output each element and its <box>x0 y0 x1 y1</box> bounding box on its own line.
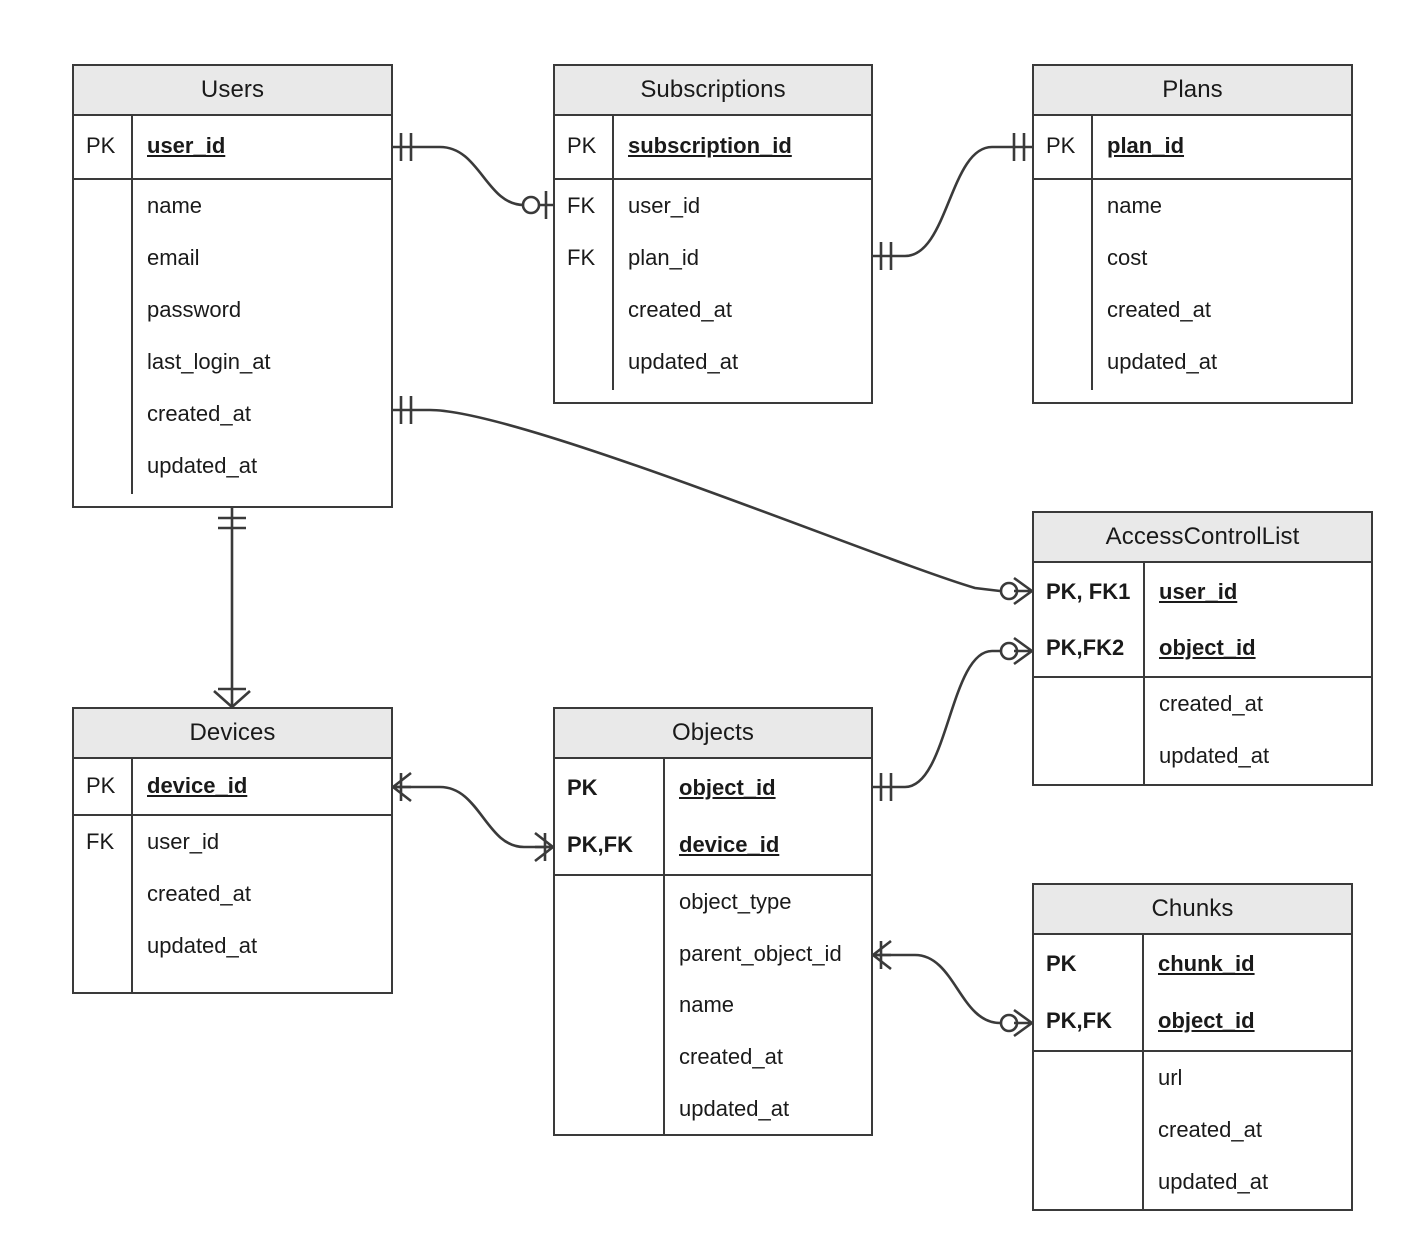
field-name: object_type <box>679 888 792 914</box>
entity-plans-key-group: PK plan_id <box>1034 116 1351 178</box>
field-name: subscription_id <box>628 133 792 158</box>
field-name: created_at <box>628 297 732 322</box>
key-label: FK <box>567 193 596 218</box>
field-name: url <box>1158 1065 1183 1090</box>
field-name: device_id <box>679 831 780 857</box>
entity-subscriptions-attr-group: FK FK user_id plan_id created_at updated… <box>555 178 871 390</box>
entity-chunks[interactable]: Chunks PK PK,FK chunk_id object_id url c… <box>1032 883 1353 1211</box>
field-name: updated_at <box>1107 349 1218 374</box>
entity-subscriptions[interactable]: Subscriptions PK subscription_id FK FK u… <box>553 64 873 404</box>
entity-devices-key-group: PK device_id <box>74 759 391 814</box>
relationship-users-acl <box>393 396 1033 606</box>
field-name: created_at <box>147 881 251 906</box>
entity-chunks-key-group: PK PK,FK chunk_id object_id <box>1034 935 1351 1050</box>
field-name: parent_object_id <box>679 940 842 966</box>
entity-title-devices: Devices <box>74 709 391 759</box>
entity-title-objects: Objects <box>555 709 871 759</box>
field-name: device_id <box>147 772 248 798</box>
field-name: name <box>147 193 203 218</box>
entity-title-plans: Plans <box>1034 66 1351 116</box>
entity-acl-attr-group: created_at updated_at <box>1034 676 1371 784</box>
field-name: updated_at <box>147 453 258 478</box>
field-name: object_id <box>1158 1007 1255 1033</box>
entity-objects-attr-group: object_type parent_object_id name create… <box>555 874 871 1135</box>
field-name: chunk_id <box>1158 951 1255 976</box>
relationship-subscriptions-plans <box>873 133 1032 270</box>
entity-plans-attr-group: name cost created_at updated_at <box>1034 178 1351 390</box>
field-name: created_at <box>679 1044 783 1070</box>
field-name: updated_at <box>1158 1169 1269 1194</box>
entity-users-attr-group: name email password last_login_at create… <box>74 178 391 494</box>
field-name: plan_id <box>628 245 699 270</box>
field-name: plan_id <box>1107 133 1185 158</box>
field-name: password <box>147 297 242 322</box>
entity-subscriptions-key-group: PK subscription_id <box>555 116 871 178</box>
field-name: updated_at <box>628 349 739 374</box>
key-label: PK <box>567 133 597 158</box>
entity-title-chunks: Chunks <box>1034 885 1351 935</box>
field-name: updated_at <box>147 933 258 958</box>
key-label: PK <box>1046 133 1076 158</box>
field-name: created_at <box>1158 1117 1262 1142</box>
key-label: PK,FK <box>567 831 633 857</box>
key-label: FK <box>567 245 596 270</box>
entity-chunks-attr-group: url created_at updated_at <box>1034 1050 1351 1210</box>
entity-plans[interactable]: Plans PK plan_id name cost created_at up… <box>1032 64 1353 404</box>
field-name: name <box>1107 193 1163 218</box>
key-label: FK <box>86 829 115 854</box>
field-name: user_id <box>1159 579 1238 604</box>
entity-devices[interactable]: Devices PK device_id FK user_id created_… <box>72 707 393 994</box>
key-label: PK,FK2 <box>1046 634 1125 660</box>
key-label: PK,FK <box>1046 1007 1112 1033</box>
field-name: created_at <box>1107 297 1211 322</box>
relationship-objects-chunks <box>872 939 1033 1038</box>
relationship-users-subscriptions <box>393 133 553 219</box>
relationship-objects-acl <box>873 636 1033 801</box>
field-name: created_at <box>1159 691 1263 716</box>
entity-objects-key-group: PK PK,FK object_id device_id <box>555 759 871 874</box>
field-name: created_at <box>147 401 251 426</box>
entity-acl-key-group: PK, FK1 PK,FK2 user_id object_id <box>1034 563 1371 676</box>
field-name: user_id <box>628 193 701 218</box>
key-label: PK <box>86 772 116 798</box>
relationship-devices-objects <box>392 771 554 863</box>
field-name: updated_at <box>1159 743 1270 768</box>
entity-title-subscriptions: Subscriptions <box>555 66 871 116</box>
entity-accesscontrollist[interactable]: AccessControlList PK, FK1 PK,FK2 user_id… <box>1032 511 1373 786</box>
entity-objects[interactable]: Objects PK PK,FK object_id device_id obj… <box>553 707 873 1136</box>
key-label: PK <box>567 775 598 800</box>
field-name: object_id <box>679 775 776 800</box>
field-name: last_login_at <box>147 349 271 374</box>
entity-devices-attr-group: FK user_id created_at updated_at <box>74 814 391 992</box>
entity-title-users: Users <box>74 66 391 116</box>
field-name: email <box>147 245 200 270</box>
relationship-users-devices <box>213 508 251 708</box>
key-label: PK <box>1046 951 1077 976</box>
key-label: PK, FK1 <box>1046 579 1131 604</box>
entity-users-key-group: PK user_id <box>74 116 391 178</box>
field-name: user_id <box>147 829 220 854</box>
field-name: updated_at <box>679 1096 790 1122</box>
key-label: PK <box>86 133 116 158</box>
field-name: user_id <box>147 133 226 158</box>
field-name: object_id <box>1159 634 1256 660</box>
entity-users[interactable]: Users PK user_id name email password las… <box>72 64 393 508</box>
entity-title-accesscontrollist: AccessControlList <box>1034 513 1371 563</box>
field-name: name <box>679 992 735 1018</box>
field-name: cost <box>1107 245 1148 270</box>
